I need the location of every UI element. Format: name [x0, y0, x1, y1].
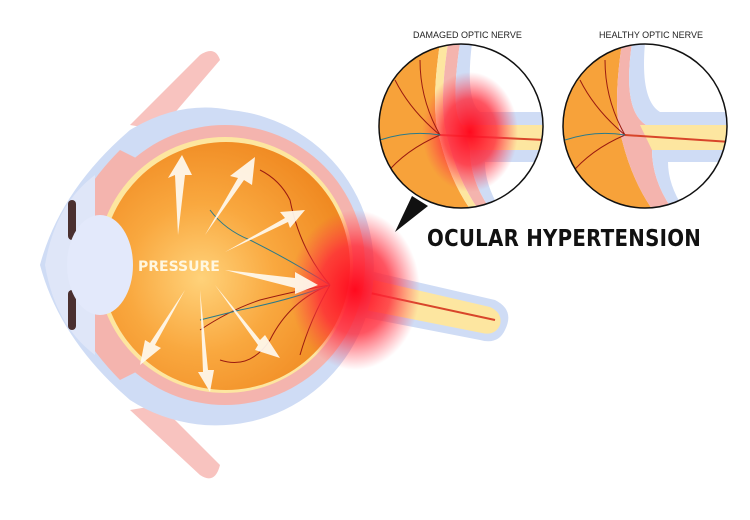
optic-nerve-inflammation	[290, 210, 420, 370]
healthy-optic-nerve-inset	[562, 43, 728, 209]
pressure-arrows	[140, 155, 318, 392]
callout-pointer	[395, 196, 428, 232]
damaged-optic-nerve-inset	[378, 43, 544, 232]
iris-lower	[68, 290, 76, 330]
lower-eye-muscle	[130, 405, 220, 479]
upper-eye-muscle	[130, 51, 220, 130]
diagram-title: OCULAR HYPERTENSION	[427, 226, 702, 252]
healthy-optic-nerve-label: HEALTHY OPTIC NERVE	[599, 30, 704, 40]
lens	[67, 215, 133, 315]
damaged-optic-nerve-label: DAMAGED OPTIC NERVE	[413, 30, 522, 40]
pressure-label: PRESSURE	[138, 259, 220, 275]
iris-upper	[68, 200, 76, 240]
